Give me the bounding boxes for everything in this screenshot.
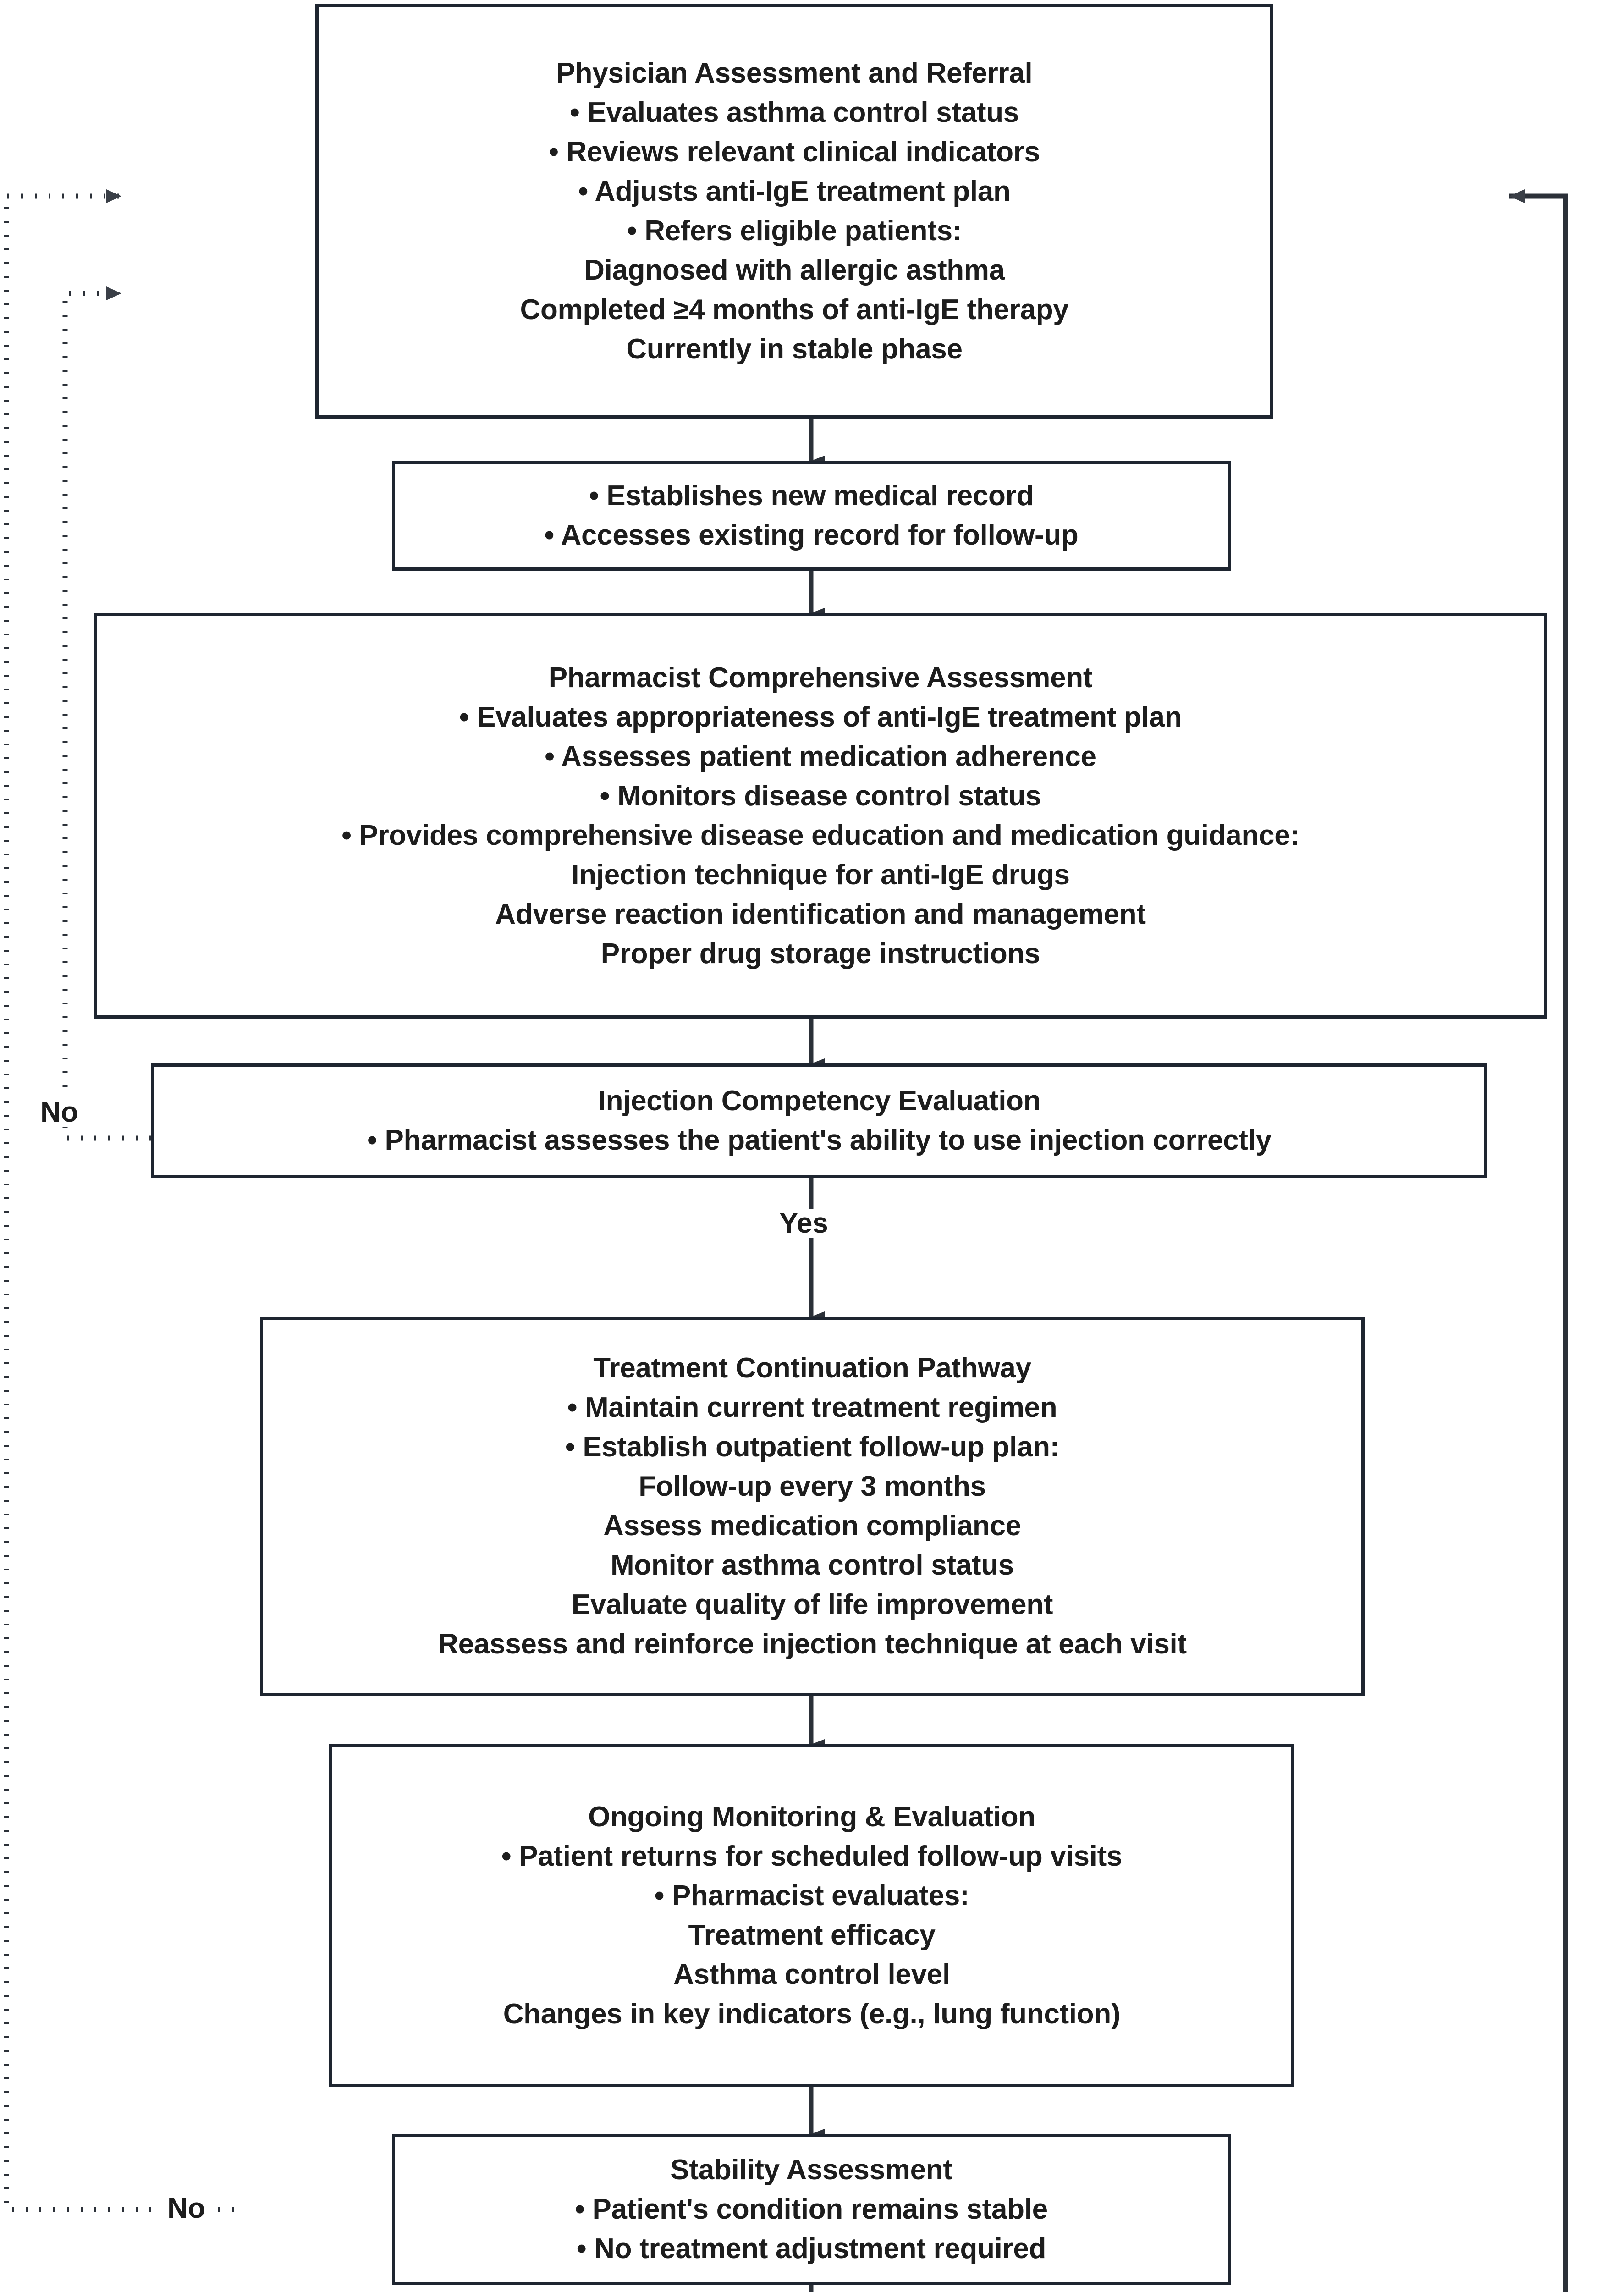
node-medical-record-handling[interactable]: • Establishes new medical record • Acces… [392, 461, 1231, 571]
node-line: Changes in key indicators (e.g., lung fu… [503, 1998, 1121, 2030]
node-line: Stability Assessment [670, 2154, 952, 2186]
node-line: Assess medication compliance [603, 1510, 1021, 1542]
node-line: • Adjusts anti-IgE treatment plan [578, 175, 1011, 207]
node-line: • Assesses patient medication adherence [545, 740, 1096, 772]
edge-stability-no-feedback [4, 189, 234, 2212]
edge-label-injection-no: No [36, 1098, 83, 1127]
node-line: • Maintain current treatment regimen [567, 1392, 1057, 1423]
node-line: • Reviews relevant clinical indicators [549, 136, 1040, 168]
node-line: • Monitors disease control status [600, 780, 1041, 812]
node-line: Monitor asthma control status [610, 1549, 1014, 1581]
node-line: Injection technique for anti-IgE drugs [571, 859, 1070, 891]
node-line: Completed ≥4 months of anti-IgE therapy [520, 293, 1069, 325]
node-line: • No treatment adjustment required [576, 2233, 1046, 2264]
node-injection-competency-evaluation[interactable]: Injection Competency Evaluation • Pharma… [151, 1063, 1487, 1178]
node-line: Reassess and reinforce injection techniq… [438, 1628, 1187, 1660]
node-line: Treatment efficacy [688, 1919, 936, 1951]
node-line: Follow-up every 3 months [639, 1471, 986, 1502]
node-line: Proper drug storage instructions [600, 937, 1040, 970]
node-line: Evaluate quality of life improvement [571, 1589, 1053, 1620]
node-line: Pharmacist Comprehensive Assessment [548, 661, 1093, 694]
node-line: Asthma control level [673, 1959, 950, 1990]
node-line: • Pharmacist evaluates: [654, 1880, 969, 1912]
node-treatment-continuation-pathway[interactable]: Treatment Continuation Pathway • Maintai… [260, 1317, 1365, 1696]
node-line: • Patient's condition remains stable [575, 2193, 1048, 2225]
node-line: • Evaluates asthma control status [569, 96, 1019, 128]
node-ongoing-monitoring-and-evaluation[interactable]: Ongoing Monitoring & Evaluation • Patien… [329, 1744, 1294, 2087]
node-pharmacist-comprehensive-assessment[interactable]: Pharmacist Comprehensive Assessment • Ev… [94, 613, 1547, 1019]
node-stability-assessment[interactable]: Stability Assessment • Patient's conditi… [392, 2134, 1231, 2285]
edge-label-stability-no: No [163, 2194, 210, 2223]
node-line: Ongoing Monitoring & Evaluation [588, 1801, 1035, 1833]
node-line: Currently in stable phase [626, 333, 963, 365]
node-line: • Patient returns for scheduled follow-u… [501, 1840, 1123, 1872]
node-line: Injection Competency Evaluation [598, 1085, 1041, 1117]
node-line: • Pharmacist assesses the patient's abil… [367, 1124, 1272, 1156]
node-line: Diagnosed with allergic asthma [584, 254, 1005, 286]
node-physician-assessment-and-referral[interactable]: Physician Assessment and Referral • Eval… [315, 4, 1273, 419]
node-line: Treatment Continuation Pathway [593, 1352, 1031, 1384]
node-line: • Refers eligible patients: [627, 215, 962, 247]
node-line: • Evaluates appropriateness of anti-IgE … [459, 701, 1182, 733]
edge-continued-to-physician-return [1509, 189, 1568, 2292]
node-line: Adverse reaction identification and mana… [495, 898, 1146, 930]
node-line: • Establish outpatient follow-up plan: [565, 1431, 1060, 1463]
edge-label-injection-yes: Yes [775, 1209, 833, 1238]
node-line: • Accesses existing record for follow-up [544, 519, 1079, 551]
node-line: • Establishes new medical record [589, 480, 1034, 512]
node-line: Physician Assessment and Referral [556, 57, 1033, 89]
node-line: • Provides comprehensive disease educati… [341, 819, 1299, 851]
